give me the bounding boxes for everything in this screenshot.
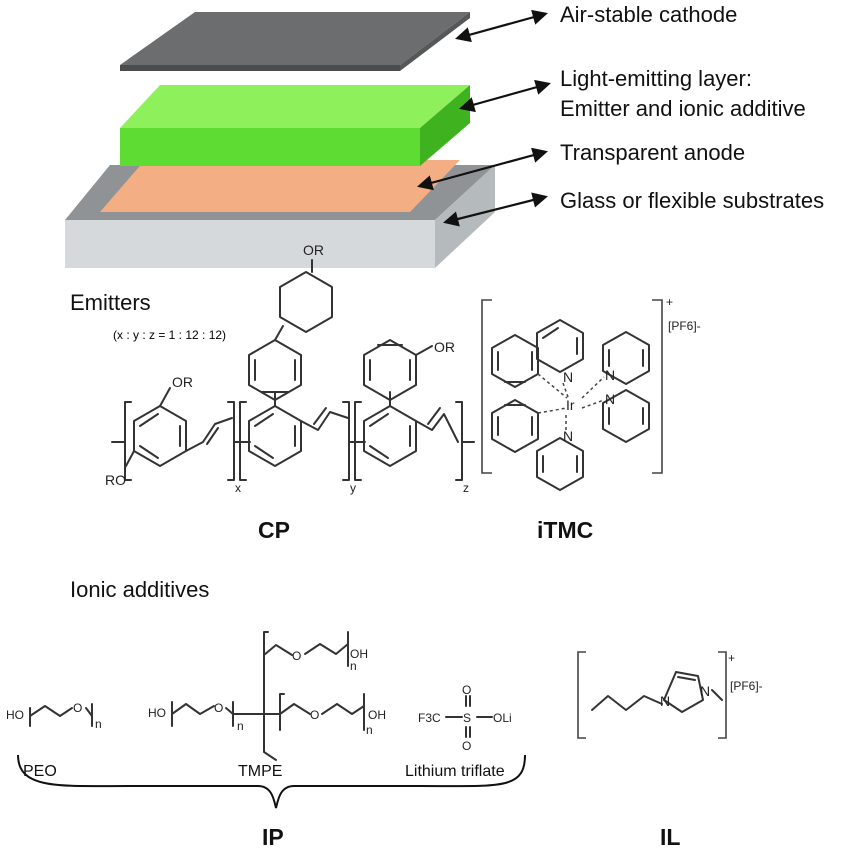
triflate-structure: F3C S O O OLi bbox=[418, 683, 512, 753]
additives-heading: Ionic additives bbox=[70, 577, 209, 602]
itmc-n-1: N bbox=[563, 369, 573, 385]
anode-layer bbox=[100, 160, 460, 212]
arrow-anode bbox=[417, 147, 548, 191]
tmpe-o-1: O bbox=[214, 701, 223, 715]
il-pf6: [PF6]- bbox=[730, 679, 763, 693]
label-anode: Transparent anode bbox=[560, 140, 745, 165]
arrow-substrate bbox=[443, 192, 548, 227]
tmpe-oh-2: OH bbox=[368, 708, 386, 722]
substrate-front bbox=[65, 220, 435, 268]
peo-label: PEO bbox=[23, 763, 57, 780]
triflate-f3c: F3C bbox=[418, 711, 441, 725]
itmc-plus: + bbox=[666, 295, 673, 309]
triflate-o-1: O bbox=[462, 683, 471, 697]
label-substrate: Glass or flexible substrates bbox=[560, 188, 824, 213]
label-cathode: Air-stable cathode bbox=[560, 2, 737, 27]
tmpe-n-1: n bbox=[237, 719, 244, 733]
cathode-layer bbox=[120, 12, 470, 71]
il-n-1: N bbox=[660, 693, 670, 709]
peo-o: O bbox=[73, 701, 82, 715]
ip-label: IP bbox=[262, 824, 284, 850]
itmc-pf6: [PF6]- bbox=[668, 319, 701, 333]
peo-n: n bbox=[95, 717, 102, 731]
tmpe-o-2: O bbox=[292, 649, 301, 663]
cp-ratio: (x : y : z = 1 : 12 : 12) bbox=[113, 328, 226, 342]
triflate-s: S bbox=[463, 711, 471, 725]
triflate-label: Lithium triflate bbox=[405, 763, 505, 780]
layer-arrows bbox=[417, 9, 551, 227]
arrow-cathode bbox=[455, 9, 548, 43]
il-structure: + [PF6]- N N bbox=[577, 651, 763, 739]
itmc-n-4: N bbox=[605, 391, 615, 407]
device-stack bbox=[65, 12, 495, 268]
cp-ro: RO bbox=[105, 472, 126, 488]
tmpe-n-2: n bbox=[350, 659, 357, 673]
ip-brace bbox=[17, 754, 526, 809]
cp-structure: OR RO x OR y bbox=[105, 242, 475, 495]
cp-label: CP bbox=[258, 517, 290, 543]
emitting-layer bbox=[120, 85, 470, 166]
il-label: IL bbox=[660, 824, 680, 850]
cp-or-3: OR bbox=[434, 339, 455, 355]
il-plus: + bbox=[728, 651, 735, 665]
triflate-oli: OLi bbox=[493, 711, 512, 725]
triflate-o-2: O bbox=[462, 739, 471, 753]
label-emitting-2: Emitter and ionic additive bbox=[560, 96, 806, 121]
cp-or-1: OR bbox=[172, 374, 193, 390]
tmpe-n-3: n bbox=[366, 723, 373, 737]
peo-structure: HO O n bbox=[6, 701, 102, 731]
peo-ho: HO bbox=[6, 708, 24, 722]
tmpe-ho: HO bbox=[148, 706, 166, 720]
tmpe-label: TMPE bbox=[238, 763, 282, 780]
tmpe-o-3: O bbox=[310, 708, 319, 722]
arrow-emitting bbox=[459, 79, 551, 113]
itmc-label: iTMC bbox=[537, 517, 593, 543]
label-emitting-1: Light-emitting layer: bbox=[560, 66, 752, 91]
tmpe-structure: HO O n O n OH O n OH bbox=[148, 631, 386, 761]
cp-or-2: OR bbox=[303, 242, 324, 258]
itmc-structure: + [PF6]- N N N N bbox=[481, 295, 701, 491]
itmc-n-2: N bbox=[563, 428, 573, 444]
il-n-2: N bbox=[700, 683, 710, 699]
cp-sub-y: y bbox=[350, 481, 356, 495]
emitting-front bbox=[120, 128, 420, 166]
itmc-ir: Ir bbox=[566, 397, 575, 413]
cp-sub-x: x bbox=[235, 481, 241, 495]
tmpe-oh-1: OH bbox=[350, 647, 368, 661]
layer-labels: Air-stable cathode Light-emitting layer:… bbox=[560, 2, 824, 213]
cp-sub-z: z bbox=[463, 481, 469, 495]
emitters-heading: Emitters bbox=[70, 290, 151, 315]
itmc-n-3: N bbox=[605, 367, 615, 383]
